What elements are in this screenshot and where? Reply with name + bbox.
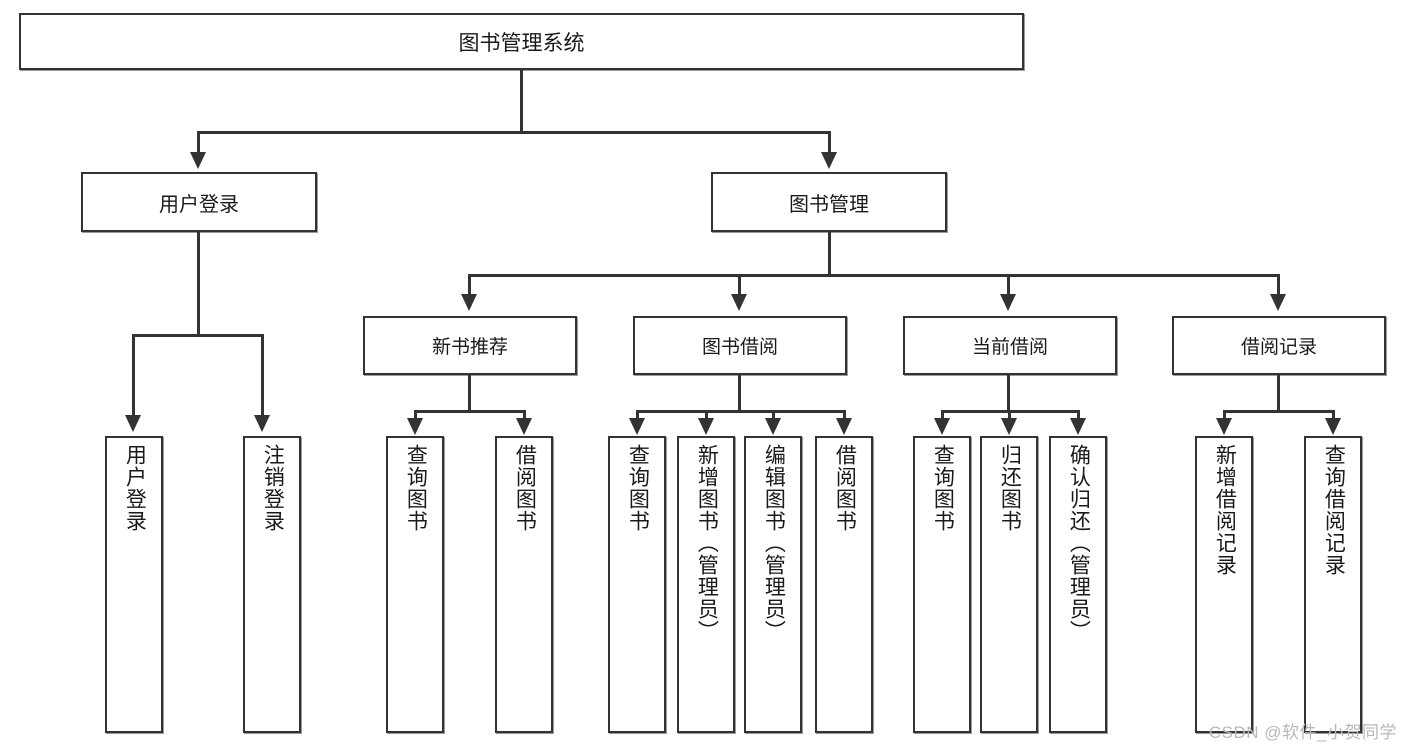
connector-root-bar xyxy=(197,131,831,134)
connector-new-book-stem xyxy=(468,375,471,413)
leaf-label: 新增借阅记录 xyxy=(1213,444,1237,576)
leaf-book-borrow-borrow-book[interactable]: 借阅图书 xyxy=(815,436,873,733)
connector-new-book-bar xyxy=(414,410,526,413)
arrow-borrow-records-to-leaf-2 xyxy=(1325,418,1341,435)
leaf-label: 查询图书 xyxy=(404,444,428,532)
connector-book-mgmt-to-lvl3-1 xyxy=(468,274,471,298)
connector-book-mgmt-to-lvl3-3 xyxy=(1007,274,1010,298)
leaf-label: 归还图书 xyxy=(998,444,1022,532)
connector-book-mgmt-to-lvl3-2 xyxy=(738,274,741,298)
leaf-user-login-logout[interactable]: 注销登录 xyxy=(243,436,301,733)
connector-book-borrow-bar xyxy=(636,410,846,413)
connector-book-borrow-to-leaf-2 xyxy=(705,410,708,420)
connector-new-book-to-leaf-1 xyxy=(414,410,417,420)
connector-root-stem xyxy=(520,70,523,133)
connector-current-borrow-to-leaf-3 xyxy=(1077,410,1080,420)
node-current-borrow[interactable]: 当前借阅 xyxy=(903,316,1117,375)
arrow-root-to-book-mgmt xyxy=(821,152,837,169)
leaf-label: 用户登录 xyxy=(123,444,147,532)
leaf-book-borrow-add-book-admin[interactable]: 新增图书（管理员） xyxy=(677,436,735,733)
connector-book-borrow-to-leaf-3 xyxy=(772,410,775,420)
node-book-borrow[interactable]: 图书借阅 xyxy=(633,316,847,375)
connector-book-borrow-stem xyxy=(738,375,741,413)
node-label: 图书借阅 xyxy=(701,337,778,358)
connector-new-book-to-leaf-2 xyxy=(523,410,526,420)
arrow-borrow-records-to-leaf-1 xyxy=(1216,418,1232,435)
arrow-current-borrow-to-leaf-3 xyxy=(1070,418,1086,435)
connector-user-login-to-leaf-1 xyxy=(132,334,135,418)
leaf-label: 查询图书 xyxy=(931,444,955,532)
connector-borrow-records-stem xyxy=(1277,375,1280,413)
arrow-current-borrow-to-leaf-2 xyxy=(1001,418,1017,435)
leaf-label: 借阅图书 xyxy=(833,444,857,532)
leaf-label: 编辑图书（管理员） xyxy=(762,444,786,642)
arrow-book-borrow-to-leaf-1 xyxy=(629,418,645,435)
arrow-user-login-to-leaf-2 xyxy=(254,415,270,432)
node-book-management[interactable]: 图书管理 xyxy=(711,172,947,232)
leaf-label: 注销登录 xyxy=(261,444,285,532)
arrow-user-login-to-leaf-1 xyxy=(125,415,141,432)
node-borrow-records[interactable]: 借阅记录 xyxy=(1172,316,1386,375)
arrow-book-mgmt-to-lvl3-2 xyxy=(731,294,747,311)
arrow-book-mgmt-to-lvl3-1 xyxy=(461,294,477,311)
node-user-login[interactable]: 用户登录 xyxy=(81,172,317,232)
leaf-label: 查询图书 xyxy=(626,444,650,532)
leaf-label: 新增图书（管理员） xyxy=(695,444,719,642)
connector-root-to-book-mgmt xyxy=(828,131,831,157)
node-new-book-recommend[interactable]: 新书推荐 xyxy=(363,316,577,375)
node-root-system[interactable]: 图书管理系统 xyxy=(19,13,1024,70)
arrow-current-borrow-to-leaf-1 xyxy=(934,418,950,435)
arrow-root-to-user-login xyxy=(190,152,206,169)
arrow-book-mgmt-to-lvl3-3 xyxy=(1000,294,1016,311)
leaf-new-book-query-book[interactable]: 查询图书 xyxy=(386,436,444,733)
leaf-new-book-borrow-book[interactable]: 借阅图书 xyxy=(495,436,553,733)
connector-book-mgmt-to-lvl3-4 xyxy=(1277,274,1280,298)
arrow-book-borrow-to-leaf-3 xyxy=(765,418,781,435)
watermark-text: CSDN @软件_小贺同学 xyxy=(1208,723,1397,742)
leaf-label: 查询借阅记录 xyxy=(1322,444,1346,576)
arrow-new-book-to-leaf-1 xyxy=(407,418,423,435)
connector-borrow-records-to-leaf-2 xyxy=(1332,410,1335,420)
node-label: 借阅记录 xyxy=(1240,337,1317,358)
connector-current-borrow-to-leaf-1 xyxy=(941,410,944,420)
node-label: 新书推荐 xyxy=(431,337,508,358)
connector-book-borrow-to-leaf-4 xyxy=(843,410,846,420)
leaf-current-borrow-confirm-return-admin[interactable]: 确认归还（管理员） xyxy=(1049,436,1107,733)
connector-book-mgmt-stem xyxy=(828,232,831,277)
arrow-new-book-to-leaf-2 xyxy=(516,418,532,435)
connector-root-to-user-login xyxy=(197,131,200,157)
leaf-current-borrow-return-book[interactable]: 归还图书 xyxy=(980,436,1038,733)
leaf-label: 确认归还（管理员） xyxy=(1067,444,1091,642)
arrow-book-borrow-to-leaf-2 xyxy=(698,418,714,435)
connector-borrow-records-bar xyxy=(1223,410,1335,413)
leaf-borrow-records-add-record[interactable]: 新增借阅记录 xyxy=(1195,436,1253,733)
leaf-borrow-records-query-record[interactable]: 查询借阅记录 xyxy=(1304,436,1362,733)
arrow-book-mgmt-to-lvl3-4 xyxy=(1270,294,1286,311)
node-label: 当前借阅 xyxy=(971,337,1048,358)
connector-user-login-to-leaf-2 xyxy=(261,334,264,418)
connector-current-borrow-to-leaf-2 xyxy=(1008,410,1011,420)
leaf-book-borrow-query-book[interactable]: 查询图书 xyxy=(608,436,666,733)
node-label: 用户登录 xyxy=(159,193,239,216)
leaf-label: 借阅图书 xyxy=(513,444,537,532)
connector-user-login-bar xyxy=(132,334,264,337)
leaf-current-borrow-query-book[interactable]: 查询图书 xyxy=(913,436,971,733)
leaf-book-borrow-edit-book-admin[interactable]: 编辑图书（管理员） xyxy=(744,436,802,733)
node-label: 图书管理 xyxy=(789,193,869,216)
connector-user-login-stem xyxy=(197,232,200,337)
node-label: 图书管理系统 xyxy=(458,31,585,55)
leaf-user-login-user-login[interactable]: 用户登录 xyxy=(105,436,163,733)
connector-book-mgmt-bar xyxy=(468,274,1280,277)
connector-current-borrow-stem xyxy=(1007,375,1010,413)
connector-book-borrow-to-leaf-1 xyxy=(636,410,639,420)
arrow-book-borrow-to-leaf-4 xyxy=(836,418,852,435)
connector-borrow-records-to-leaf-1 xyxy=(1223,410,1226,420)
